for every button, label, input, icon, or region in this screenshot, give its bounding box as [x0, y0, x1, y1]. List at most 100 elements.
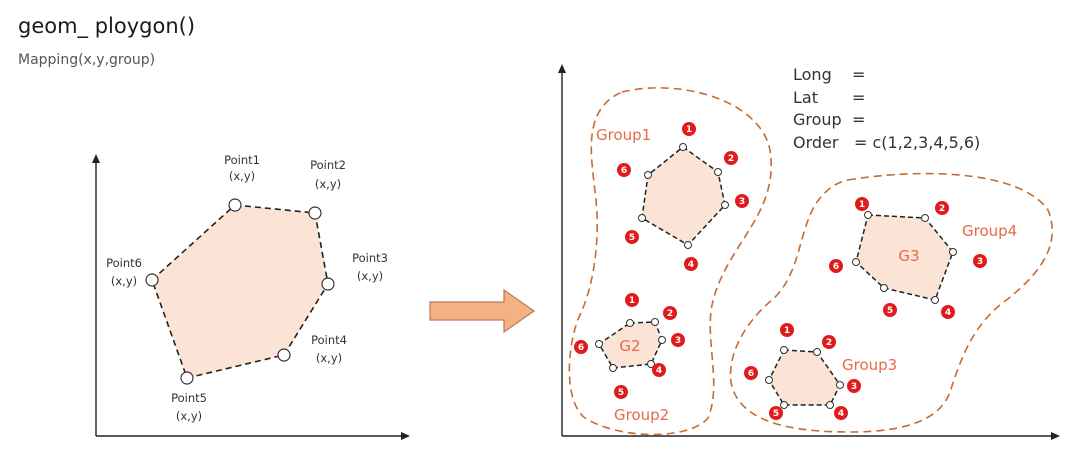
vertex-circle-group1-5 [638, 214, 646, 222]
order-number-group4-4: 4 [945, 308, 951, 318]
point3-coords: (x,y) [357, 269, 383, 283]
vertex-circle-group4-2 [921, 214, 929, 222]
order-marker-group3-4 [834, 406, 848, 420]
vertex-circle-group1-6 [644, 171, 652, 179]
vertex-circle-group2-3 [658, 336, 666, 344]
order-number-group2-1: 1 [629, 296, 635, 306]
point4-coords: (x,y) [316, 351, 342, 365]
annotation-group-key: Group [793, 110, 842, 129]
left-polygon [151, 204, 329, 379]
order-number-group3-4: 4 [838, 409, 844, 419]
annotation-order-value: = c(1,2,3,4,5,6) [854, 133, 980, 152]
order-number-group1-3: 3 [739, 197, 745, 207]
order-marker-group2-3 [671, 333, 685, 347]
group-boundary-3-4 [729, 172, 1053, 433]
order-number-group2-3: 3 [675, 336, 681, 346]
order-marker-group4-6 [829, 259, 843, 273]
order-number-group4-5: 5 [887, 306, 893, 316]
vertex-point-3 [321, 277, 335, 291]
order-marker-group4-4 [941, 305, 955, 319]
annotation-lat-key: Lat [793, 88, 818, 107]
order-number-group1-4: 4 [688, 260, 694, 270]
group2-label: Group2 [614, 406, 669, 424]
transform-arrow [429, 288, 536, 334]
left-panel: Point1 (x,y) Point2 (x,y) Point3 (x,y) P… [92, 153, 410, 440]
vertex-point-4 [277, 348, 291, 362]
order-marker-group2-2 [663, 306, 677, 320]
order-marker-group4-1 [855, 197, 869, 211]
vertex-circle-group2-6 [595, 340, 603, 348]
order-marker-group2-4 [652, 363, 666, 377]
vertex-point-2 [308, 206, 322, 220]
point1-coords: (x,y) [229, 169, 255, 183]
vertex-point-5 [180, 371, 194, 385]
vertex-circle-group3-1 [780, 346, 788, 354]
order-marker-group2-1 [625, 293, 639, 307]
order-number-group2-6: 6 [578, 343, 584, 353]
point4-name: Point4 [311, 333, 347, 347]
polygon-group3 [768, 349, 841, 406]
order-number-group3-2: 2 [826, 338, 832, 348]
vertex-circle-group3-5 [780, 401, 788, 409]
vertex-point-6 [145, 273, 159, 287]
vertex-circle-group2-2 [651, 318, 659, 326]
annotation-long-sep: = [852, 65, 865, 84]
order-marker-group2-5 [614, 385, 628, 399]
order-number-group3-3: 3 [851, 382, 857, 392]
point5-name: Point5 [171, 391, 207, 405]
order-marker-group3-6 [744, 366, 758, 380]
annotation-long-key: Long [793, 65, 832, 84]
point6-name: Point6 [106, 256, 142, 270]
polygon-group2-label: G2 [619, 337, 640, 355]
point6-coords: (x,y) [111, 274, 137, 288]
order-number-group4-2: 2 [939, 204, 945, 214]
order-number-group3-1: 1 [784, 326, 790, 336]
vertex-circle-group2-5 [609, 364, 617, 372]
vertex-circle-group3-6 [765, 376, 773, 384]
polygon-group4-label: G3 [898, 247, 919, 265]
order-number-group4-6: 6 [833, 262, 839, 272]
order-number-group3-6: 6 [748, 369, 754, 379]
vertex-circle-group1-3 [721, 201, 729, 209]
vertex-circle-group4-3 [949, 248, 957, 256]
order-number-group2-4: 4 [656, 366, 662, 376]
group4-label: Group4 [962, 222, 1017, 240]
vertex-circle-group3-2 [813, 348, 821, 356]
annotation-order-key: Order [793, 133, 839, 152]
annotation-lat-sep: = [852, 88, 865, 107]
group3-label: Group3 [842, 356, 897, 374]
order-marker-group4-5 [883, 303, 897, 317]
order-marker-group1-4 [684, 257, 698, 271]
order-number-group2-5: 5 [618, 388, 624, 398]
vertex-circle-group4-1 [864, 211, 872, 219]
order-marker-group4-2 [935, 201, 949, 215]
order-marker-group3-3 [847, 379, 861, 393]
vertex-circle-group1-4 [684, 241, 692, 249]
right-panel: Long = Lat = Group = Order = c(1,2,3,4,5… [558, 64, 1060, 440]
point5-coords: (x,y) [176, 409, 202, 423]
order-number-group4-3: 3 [977, 257, 983, 267]
order-number-group1-5: 5 [629, 233, 635, 243]
vertex-circle-group1-1 [679, 143, 687, 151]
order-marker-group3-5 [769, 406, 783, 420]
annotation-group-sep: = [852, 110, 865, 129]
order-marker-group1-3 [735, 194, 749, 208]
vertex-circle-group4-5 [880, 284, 888, 292]
vertex-circle-group1-2 [714, 168, 722, 176]
order-marker-group2-6 [574, 340, 588, 354]
order-marker-group1-1 [682, 122, 696, 136]
vertex-circle-group4-6 [852, 258, 860, 266]
order-number-group2-2: 2 [667, 309, 673, 319]
order-number-group1-2: 2 [728, 154, 734, 164]
vertex-circle-group3-3 [836, 381, 844, 389]
order-number-group1-1: 1 [686, 125, 692, 135]
page-title: geom_ ploygon() [18, 14, 196, 38]
order-number-group3-5: 5 [773, 409, 779, 419]
order-number-group4-1: 1 [859, 200, 865, 210]
order-marker-group1-6 [617, 163, 631, 177]
order-marker-group4-3 [973, 254, 987, 268]
page-subtitle: Mapping(x,y,group) [18, 52, 156, 68]
order-marker-group1-5 [625, 230, 639, 244]
